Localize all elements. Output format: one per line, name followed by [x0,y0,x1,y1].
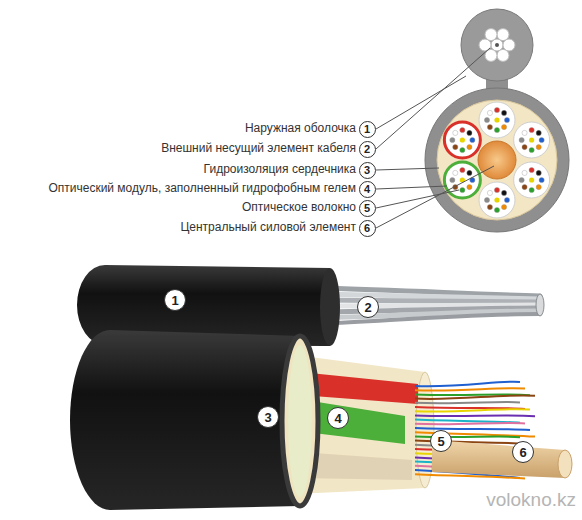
callout-number-text: 5 [437,435,444,448]
cross-section [425,9,569,232]
callout-number-text: 6 [364,223,370,234]
callout-number: 2 [357,296,379,318]
cable-3d [70,265,572,510]
callout-number: 2 [359,141,376,158]
part-label: Оптическое волокно [242,201,356,215]
callout-number: 6 [359,220,376,237]
callout-number: 3 [359,162,376,179]
watermark: volokno.kz [486,489,576,511]
part-label: Наружная оболочка [245,122,356,136]
callout-number-text: 3 [364,165,370,176]
callout-number-text: 1 [171,294,178,307]
part-label: Центральный силовой элемент [180,221,356,235]
callout-number: 5 [359,200,376,217]
part-label: Оптический модуль, заполненный гидрофобн… [48,182,356,196]
callout-number-text: 3 [264,411,271,424]
callout-number: 3 [257,406,279,428]
callout-number-text: 2 [364,301,371,314]
callout-number: 4 [327,407,349,429]
part-label: Внешний несущий элемент кабеля [161,142,356,156]
callout-number: 6 [512,441,534,463]
callout-number-text: 5 [364,203,370,214]
callout-number-text: 2 [364,144,370,155]
callout-number: 1 [359,121,376,138]
leader-lines [376,48,494,228]
callout-number: 1 [164,289,186,311]
callout-number: 5 [430,430,452,452]
part-label: Гидроизоляция сердечника [204,163,356,177]
callout-number-text: 4 [334,412,341,425]
callout-number-text: 1 [364,124,370,135]
callout-number-text: 4 [364,184,370,195]
callout-number-text: 6 [519,446,526,459]
callout-number: 4 [359,181,376,198]
